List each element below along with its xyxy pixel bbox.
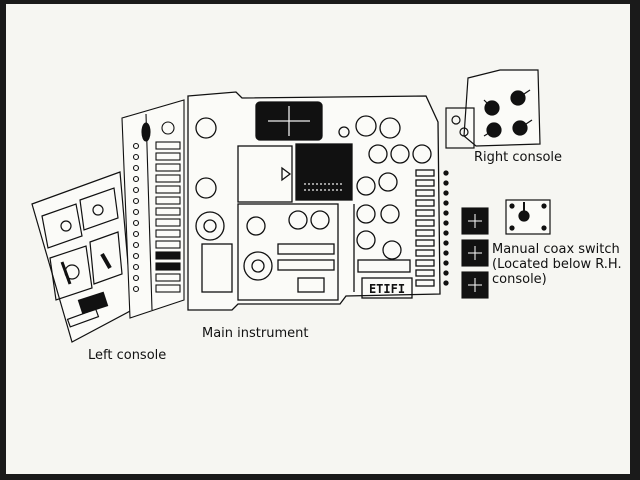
strip-knob bbox=[132, 241, 140, 249]
panel-indicator bbox=[443, 210, 449, 216]
side-switch-blocks bbox=[461, 207, 489, 299]
strip-knob bbox=[132, 164, 140, 172]
manual-coax-switch bbox=[505, 199, 551, 235]
panel-switch bbox=[415, 199, 435, 207]
panel-indicator bbox=[443, 200, 449, 206]
strip-switch bbox=[155, 207, 181, 216]
panel-indicator bbox=[443, 190, 449, 196]
strip-switch bbox=[155, 262, 181, 271]
coax-switch-label-line2: (Located below R.H. bbox=[492, 257, 622, 272]
strip-knob bbox=[132, 197, 140, 205]
strip-switch bbox=[155, 196, 181, 205]
strip-switch bbox=[155, 185, 181, 194]
strip-knob bbox=[132, 285, 140, 293]
switch-strip bbox=[121, 99, 185, 319]
strip-switch bbox=[155, 174, 181, 183]
panel-switch bbox=[415, 209, 435, 217]
strip-knob bbox=[132, 252, 140, 260]
panel-switch bbox=[415, 239, 435, 247]
strip-switch bbox=[155, 152, 181, 161]
strip-knob bbox=[132, 219, 140, 227]
strip-knob bbox=[132, 230, 140, 238]
strip-switch bbox=[155, 229, 181, 238]
etifi-display: ETIFI bbox=[369, 282, 405, 296]
right-console-label: Right console bbox=[474, 150, 563, 165]
panel-indicator bbox=[443, 230, 449, 236]
panel-switch bbox=[415, 219, 435, 227]
panel-indicator bbox=[443, 250, 449, 256]
panel-switch bbox=[415, 279, 435, 287]
strip-switch bbox=[155, 240, 181, 249]
strip-switch bbox=[155, 284, 181, 293]
panel-indicator bbox=[443, 260, 449, 266]
left-console-label: Left console bbox=[88, 348, 167, 363]
coax-switch-label-line1: Manual coax switch bbox=[492, 242, 620, 257]
panel-indicator bbox=[443, 180, 449, 186]
coax-switch-label-line3: console) bbox=[492, 272, 547, 287]
instrument-panel-diagram: ETIFI bbox=[31, 69, 551, 343]
panel-switch bbox=[415, 179, 435, 187]
strip-switch bbox=[155, 273, 181, 282]
strip-knob bbox=[132, 153, 140, 161]
panel-switch bbox=[415, 249, 435, 257]
strip-knob bbox=[132, 274, 140, 282]
panel-indicator bbox=[443, 270, 449, 276]
panel-switch bbox=[415, 269, 435, 277]
strip-knob bbox=[132, 263, 140, 271]
strip-knob bbox=[132, 142, 140, 150]
main-instrument-panel: ETIFI bbox=[187, 91, 449, 311]
strip-knob bbox=[132, 175, 140, 183]
panel-indicator bbox=[443, 170, 449, 176]
panel-switch bbox=[415, 189, 435, 197]
panel-switch bbox=[415, 169, 435, 177]
coax-switch-label: Manual coax switch (Located below R.H. c… bbox=[492, 242, 622, 287]
strip-switch bbox=[155, 218, 181, 227]
diagram-slide: ETIFI bbox=[6, 4, 630, 474]
strip-switch bbox=[155, 251, 181, 260]
strip-switch bbox=[155, 141, 181, 150]
strip-switch bbox=[155, 163, 181, 172]
main-instrument-label: Main instrument bbox=[202, 326, 309, 341]
right-console bbox=[445, 69, 541, 149]
panel-indicator bbox=[443, 220, 449, 226]
panel-indicator bbox=[443, 240, 449, 246]
panel-switch bbox=[415, 229, 435, 237]
strip-knob bbox=[132, 186, 140, 194]
panel-indicator bbox=[443, 280, 449, 286]
left-console bbox=[31, 171, 133, 343]
strip-knob bbox=[132, 208, 140, 216]
panel-switch bbox=[415, 259, 435, 267]
